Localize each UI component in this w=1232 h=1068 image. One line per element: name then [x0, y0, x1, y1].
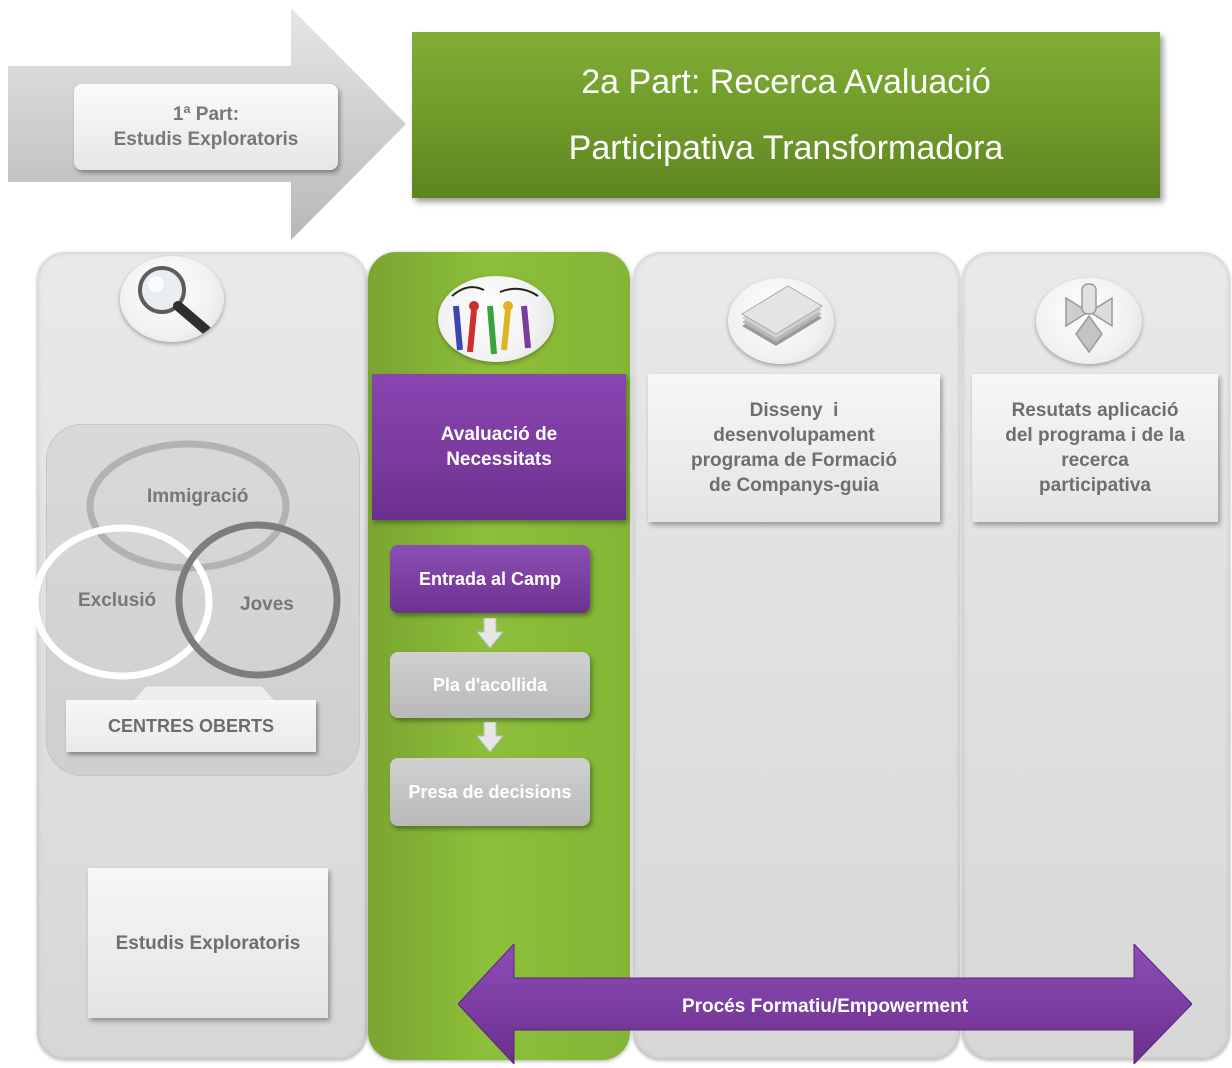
step-entrada-camp-label: Entrada al Camp [418, 568, 562, 589]
part2-title-line2: Participativa Transformadora [568, 129, 1004, 167]
venn-label-immigracio: Immigració [147, 486, 249, 507]
down-arrow-icon [477, 722, 503, 752]
papers-icon [728, 278, 834, 364]
venn-circle-joves [175, 521, 341, 679]
needs-assessment-line2: Necessitats [446, 449, 552, 470]
centres-oberts-label: CENTRES OBERTS [107, 715, 275, 736]
step-presa-decisions-label: Presa de decisions [408, 781, 572, 802]
step-presa-decisions: Presa de decisions [390, 758, 590, 826]
magnifier-icon [120, 256, 224, 342]
results-line4: participativa [1039, 475, 1151, 496]
centre-obert-logo [438, 276, 554, 362]
results-line3: recerca [1061, 450, 1129, 471]
step-pla-acollida: Pla d'acollida [390, 652, 590, 718]
centres-oberts-box: CENTRES OBERTS [66, 700, 316, 752]
empowerment-double-arrow [458, 944, 1192, 1064]
results-line2: del programa i de la [1005, 425, 1185, 446]
exploratory-studies-box: Estudis Exploratoris [88, 868, 328, 1018]
step-entrada-camp: Entrada al Camp [390, 545, 590, 613]
exploratory-studies-label: Estudis Exploratoris [115, 932, 301, 954]
program-design-line2: desenvolupament [713, 425, 875, 446]
venn-label-exclusio: Exclusió [78, 590, 157, 611]
program-design-line1: Disseny i [749, 400, 839, 421]
venn-diagram [31, 440, 341, 680]
part1-subtitle: Estudis Exploratoris [113, 129, 299, 150]
empowerment-label: Procés Formatiu/Empowerment [681, 996, 969, 1017]
step-pla-acollida-label: Pla d'acollida [432, 674, 548, 695]
needs-assessment-line1: Avaluació de [440, 424, 558, 445]
needs-assessment-box: Avaluació de Necessitats [372, 374, 626, 520]
part2-title-box: 2a Part: Recerca Avaluació Participativa… [412, 32, 1160, 198]
venn-circle-exclusio [31, 524, 213, 680]
part1-box: 1ª Part: Estudis Exploratoris [74, 84, 338, 170]
down-arrow-icon [477, 618, 503, 648]
program-design-box: Disseny i desenvolupament programa de Fo… [648, 374, 940, 522]
results-box: Resutats aplicació del programa i de la … [972, 374, 1218, 522]
part1-label: 1ª Part: [172, 104, 240, 125]
results-line1: Resutats aplicació [1011, 400, 1179, 421]
program-design-line4: de Companys-guia [709, 475, 879, 496]
venn-label-joves: Joves [240, 594, 294, 615]
part2-title-line1: 2a Part: Recerca Avaluació [581, 63, 991, 101]
program-design-line3: programa de Formació [691, 450, 897, 471]
joined-hands-icon [1036, 278, 1142, 364]
